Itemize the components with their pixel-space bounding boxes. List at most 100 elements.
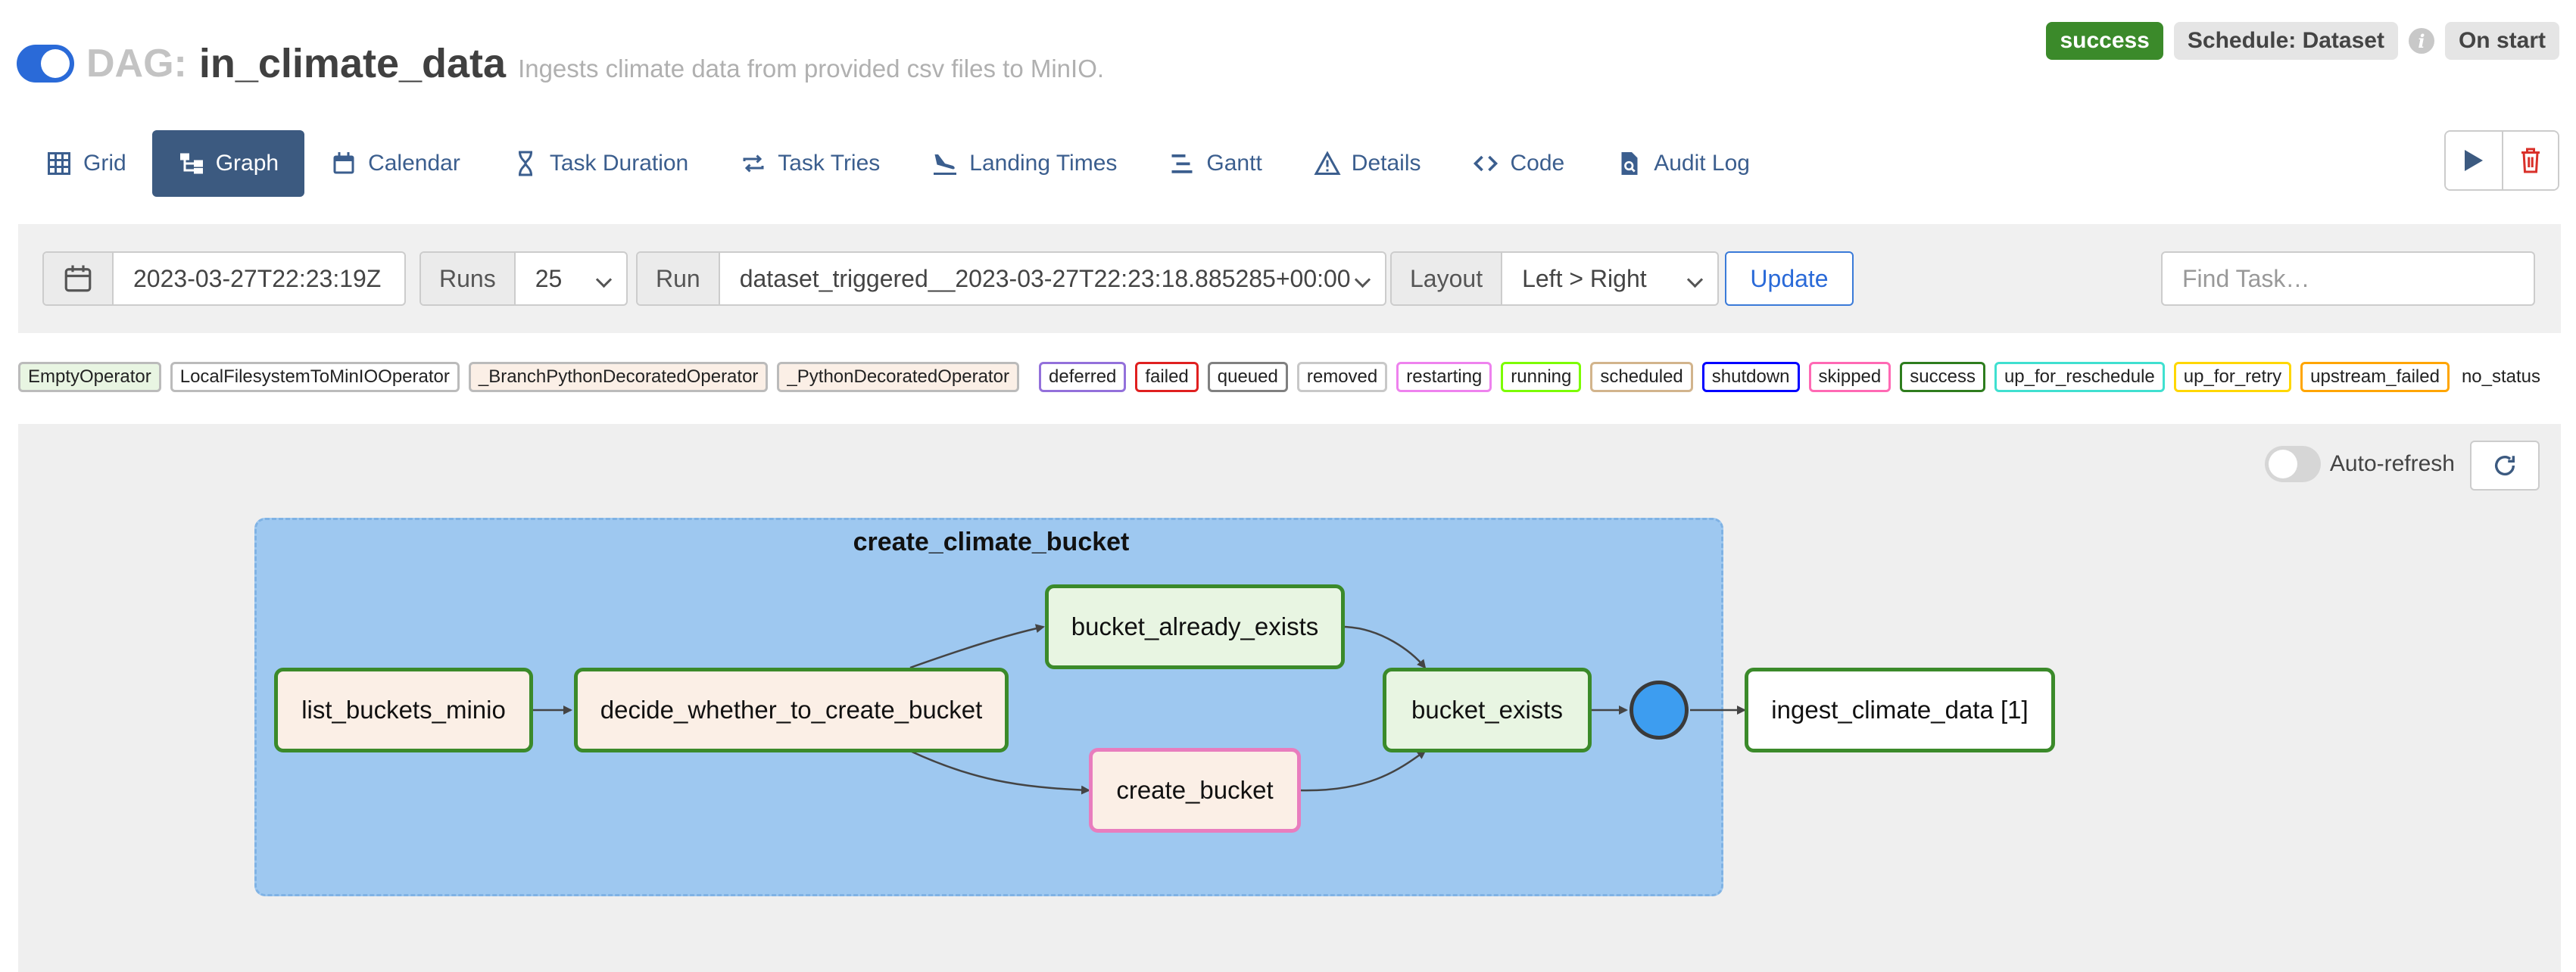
dag-header: DAG: in_climate_data Ingests climate dat…	[17, 33, 1104, 94]
play-icon	[2465, 150, 2483, 171]
find-task-input[interactable]: Find Task…	[2161, 251, 2535, 306]
graph-icon	[178, 150, 205, 177]
delete-dag-button[interactable]	[2502, 132, 2558, 189]
tab-landing-times[interactable]: Landing Times	[906, 130, 1143, 197]
task-node-create-bucket[interactable]: create_bucket	[1089, 748, 1301, 833]
calendar-icon[interactable]	[44, 253, 114, 304]
toggle-knob	[41, 49, 70, 78]
tab-label: Audit Log	[1654, 151, 1750, 176]
next-run-badge[interactable]: On start	[2444, 22, 2559, 60]
legend-state-skipped[interactable]: skipped	[1808, 362, 1891, 392]
tab-code[interactable]: Code	[1446, 130, 1590, 197]
tab-label: Gantt	[1206, 151, 1262, 176]
plane-landing-icon	[931, 150, 959, 177]
refresh-button[interactable]	[2470, 441, 2540, 491]
dag-status-area: success Schedule: Dataset i On start	[2046, 21, 2559, 61]
tab-task-duration[interactable]: Task Duration	[486, 130, 714, 197]
task-group-join-node[interactable]	[1629, 681, 1689, 740]
dag-label: DAG:	[86, 42, 187, 86]
tab-label: Details	[1351, 151, 1421, 176]
tab-calendar[interactable]: Calendar	[304, 130, 486, 197]
tab-label: Calendar	[368, 151, 460, 176]
run-label: Run	[638, 253, 720, 304]
tab-label: Code	[1510, 151, 1565, 176]
state-legend: deferred failed queued removed restartin…	[1039, 362, 2543, 392]
legend-state-no-status[interactable]: no_status	[2461, 366, 2541, 387]
trigger-dag-button[interactable]	[2446, 132, 2502, 189]
legend-state-scheduled[interactable]: scheduled	[1590, 362, 1693, 392]
tab-label: Task Duration	[549, 151, 689, 176]
dag-description: Ingests climate data from provided csv f…	[518, 55, 1105, 83]
dag-id: in_climate_data	[198, 41, 507, 86]
runs-select[interactable]: 25	[516, 253, 626, 304]
task-node-ingest-climate-data[interactable]: ingest_climate_data [1]	[1745, 668, 2055, 752]
legend-state-deferred[interactable]: deferred	[1039, 362, 1127, 392]
file-search-icon	[1616, 150, 1643, 177]
operator-legend: EmptyOperator LocalFilesystemToMinIOOper…	[18, 362, 1019, 392]
dag-graph-canvas[interactable]: Auto-refresh create_climate_bucket list_…	[18, 424, 2561, 972]
tab-label: Landing Times	[969, 151, 1118, 176]
task-node-bucket-already-exists[interactable]: bucket_already_exists	[1045, 584, 1345, 669]
calendar-icon	[330, 150, 357, 177]
edge	[1299, 749, 1427, 792]
tab-audit-log[interactable]: Audit Log	[1590, 130, 1776, 197]
edge	[909, 624, 1045, 669]
info-icon[interactable]: i	[2408, 28, 2434, 54]
code-icon	[1472, 150, 1499, 177]
legend-state-running[interactable]: running	[1501, 362, 1582, 392]
legend-operator: EmptyOperator	[18, 362, 161, 392]
task-node-bucket-exists[interactable]: bucket_exists	[1383, 668, 1592, 752]
legend-state-queued[interactable]: queued	[1207, 362, 1288, 392]
legend-state-failed[interactable]: failed	[1135, 362, 1199, 392]
dag-actions	[2444, 130, 2559, 191]
hourglass-icon	[512, 150, 539, 177]
legend-state-success[interactable]: success	[1900, 362, 1985, 392]
run-group: Run dataset_triggered__2023-03-27T22:23:…	[636, 251, 1386, 306]
tab-details[interactable]: Details	[1288, 130, 1447, 197]
runs-group: Runs 25	[419, 251, 628, 306]
task-node-list-buckets-minio[interactable]: list_buckets_minio	[274, 668, 533, 752]
legend-state-shutdown[interactable]: shutdown	[1701, 362, 1800, 392]
update-button[interactable]: Update	[1725, 251, 1854, 306]
refresh-icon	[2494, 456, 2515, 476]
legend-operator: LocalFilesystemToMinIOOperator	[170, 362, 460, 392]
legend-state-up-for-retry[interactable]: up_for_retry	[2173, 362, 2292, 392]
toggle-knob	[2268, 450, 2297, 478]
graph-filter-bar: 2023-03-27T22:23:19Z Runs 25 Run dataset…	[18, 224, 2561, 333]
tab-graph[interactable]: Graph	[151, 130, 305, 197]
graph-edges	[533, 624, 1746, 795]
trash-icon	[2521, 148, 2540, 173]
schedule-badge[interactable]: Schedule: Dataset	[2173, 22, 2398, 60]
layout-label: Layout	[1392, 253, 1503, 304]
repeat-icon	[740, 150, 767, 177]
tab-label: Graph	[215, 151, 279, 176]
legend-state-up-for-reschedule[interactable]: up_for_reschedule	[1994, 362, 2165, 392]
task-group-label: create_climate_bucket	[853, 528, 1130, 556]
legend-state-upstream-failed[interactable]: upstream_failed	[2300, 362, 2450, 392]
task-node-decide-whether-to-create-bucket[interactable]: decide_whether_to_create_bucket	[574, 668, 1009, 752]
warning-triangle-icon	[1314, 150, 1341, 177]
layout-select[interactable]: Left > Right	[1502, 253, 1717, 304]
legend-operator: _PythonDecoratedOperator	[777, 362, 1019, 392]
dag-view-tabs: Grid Graph Calendar Task Duration Task T…	[20, 130, 1776, 197]
tab-grid[interactable]: Grid	[20, 130, 152, 197]
legend-state-removed[interactable]: removed	[1296, 362, 1388, 392]
layout-group: Layout Left > Right	[1390, 251, 1720, 306]
dag-pause-toggle[interactable]	[17, 45, 74, 83]
tab-task-tries[interactable]: Task Tries	[714, 130, 906, 197]
legend-state-restarting[interactable]: restarting	[1396, 362, 1492, 392]
base-date-input[interactable]: 2023-03-27T22:23:19Z	[133, 264, 382, 292]
legend-operator: _BranchPythonDecoratedOperator	[468, 362, 769, 392]
tab-gantt[interactable]: Gantt	[1143, 130, 1287, 197]
auto-refresh-label: Auto-refresh	[2329, 451, 2455, 476]
tab-label: Grid	[83, 151, 126, 176]
base-date-group: 2023-03-27T22:23:19Z	[42, 251, 406, 306]
edge	[909, 749, 1090, 795]
run-select[interactable]: dataset_triggered__2023-03-27T22:23:18.8…	[720, 253, 1385, 304]
dag-state-badge[interactable]: success	[2046, 22, 2163, 60]
auto-refresh-control[interactable]: Auto-refresh	[2264, 445, 2455, 483]
auto-refresh-toggle[interactable]	[2264, 446, 2321, 482]
edge	[1344, 625, 1427, 669]
gantt-icon	[1168, 150, 1196, 177]
grid-icon	[45, 150, 73, 177]
